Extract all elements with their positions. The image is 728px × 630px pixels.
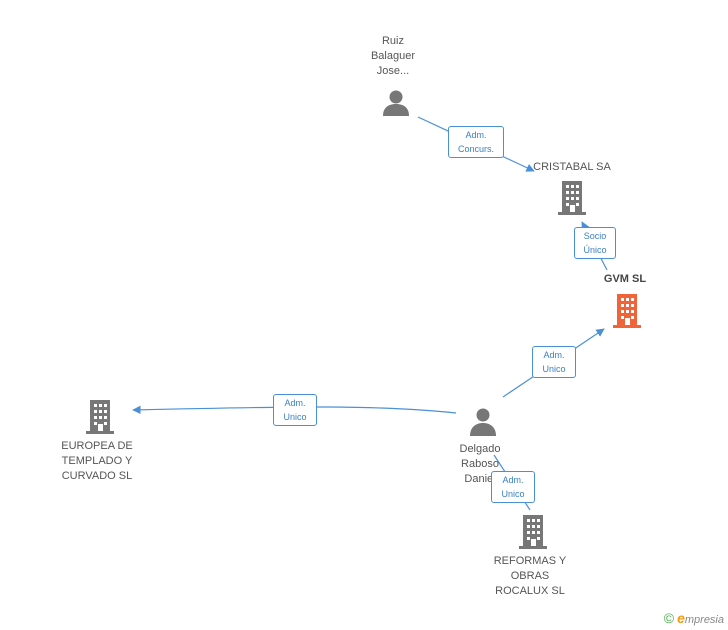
node-label-line: Delgado [459, 443, 501, 455]
person-icon[interactable] [383, 90, 409, 117]
edge-label-delgado-europea[interactable]: Adm. Unico [273, 394, 317, 426]
node-label-line: Jose... [376, 65, 410, 77]
edge-label-line: Adm. [502, 475, 524, 485]
node-label-line: OBRAS [510, 570, 550, 582]
node-label-cristabal[interactable]: CRISTABAL SA [524, 160, 620, 175]
brand-footer: ©empresia [664, 610, 724, 626]
node-label-line: ROCALUX SL [495, 585, 565, 597]
edge-label-line: Socio [583, 231, 607, 241]
node-label-reformas[interactable]: REFORMAS Y OBRAS ROCALUX SL [480, 554, 580, 599]
node-label-line: Raboso [461, 458, 499, 470]
edge-label-line: Adm. [284, 398, 306, 408]
node-label-line: REFORMAS Y [493, 555, 567, 567]
node-label-line: Balaguer [370, 50, 416, 62]
node-label-gvm[interactable]: GVM SL [590, 272, 660, 287]
building-icon-highlight[interactable] [613, 294, 641, 328]
node-label-line: CRISTABAL SA [533, 161, 611, 173]
building-icon[interactable] [519, 515, 547, 549]
node-label-delgado[interactable]: Delgado Raboso Daniel [440, 442, 520, 487]
node-label-line: GVM SL [603, 273, 647, 285]
node-label-ruiz[interactable]: Ruiz Balaguer Jose... [353, 34, 433, 79]
brand-initial: e [677, 610, 685, 626]
node-label-line: TEMPLADO Y [61, 455, 133, 467]
edge-label-line: Adm. [465, 130, 487, 140]
node-label-line: Daniel [464, 473, 496, 485]
edge-label-delgado-reformas[interactable]: Adm. Unico [491, 471, 535, 503]
node-label-europea[interactable]: EUROPEA DE TEMPLADO Y CURVADO SL [47, 439, 147, 484]
edge-label-line: Unico [501, 489, 525, 499]
building-icon[interactable] [86, 400, 114, 434]
edge-delgado-europea [132, 405, 457, 415]
edge-label-gvm-cristabal[interactable]: Socio Único [574, 227, 616, 259]
node-label-line: Ruiz [381, 35, 404, 47]
brand-name: mpresia [684, 614, 724, 626]
person-icon[interactable] [470, 408, 496, 437]
building-icon[interactable] [558, 181, 586, 215]
edge-label-line: Adm. [543, 350, 565, 360]
edge-label-line: Concurs. [457, 144, 494, 154]
edge-label-line: Único [583, 245, 607, 255]
edge-label-delgado-gvm[interactable]: Adm. Unico [532, 346, 576, 378]
node-label-line: CURVADO SL [61, 470, 133, 482]
edge-label-ruiz-cristabal[interactable]: Adm. Concurs. [448, 126, 504, 158]
edge-label-line: Unico [283, 412, 307, 422]
copyright-icon: © [663, 610, 675, 626]
edge-label-line: Unico [542, 364, 566, 374]
node-label-line: EUROPEA DE [61, 440, 133, 452]
